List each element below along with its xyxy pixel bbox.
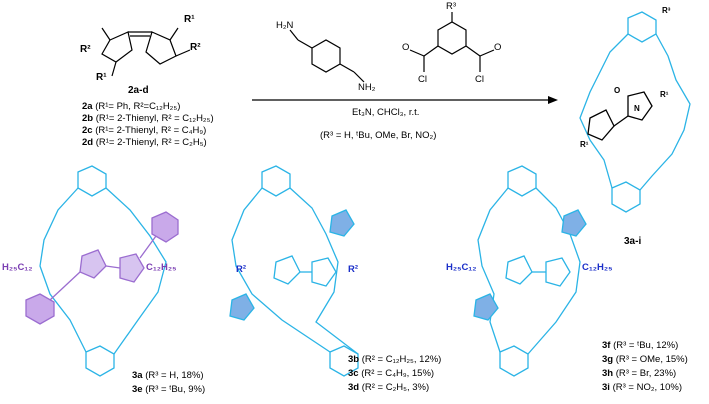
reactant-label: 2a-d (128, 85, 149, 96)
reactant-variant-2c: 2c (R¹= 2-Thienyl, R² = C₄H₉) (82, 125, 207, 136)
macrocycle-3f-left-substituent: H₂₅C₁₂ (446, 262, 477, 273)
acid-chloride-r3: R³ (446, 1, 457, 12)
reactant-r1-bottom: R¹ (96, 72, 107, 83)
reactant-variant-2b: 2b (R¹= 2-Thienyl, R² = C₁₂H₂₅) (82, 113, 214, 124)
acid-chloride-structure (409, 12, 495, 72)
macrocycle-3a-right-substituent: C₁₂H₂₅ (146, 262, 177, 273)
macrocycle-3a-entry-3e: 3e (R³ = ᵗBu, 9%) (132, 384, 206, 395)
macrocycle-3a-entry-3a: 3a (R³ = H, 18%) (132, 370, 204, 381)
product-n: N (634, 104, 640, 113)
acid-chloride-o-left: O (402, 42, 410, 53)
macrocycle-3b-left-substituent: R² (236, 264, 247, 275)
macrocycle-3b-entry-3b: 3b (R² = C₁₂H₂₅, 12%) (348, 354, 442, 365)
reactant-variant-2d: 2d (R¹= 2-Thienyl, R² = C₂H₅) (82, 137, 207, 148)
reactant-r2-left: R² (80, 44, 91, 55)
r3-options: (R³ = H, ᵗBu, OMe, Br, NO₂) (320, 130, 437, 141)
product-r1-left: R¹ (580, 140, 589, 149)
product-label: 3a-i (624, 236, 642, 247)
diamine-nh2-right: NH₂ (358, 82, 376, 93)
diamine-structure (289, 29, 365, 83)
macrocycle-3f-entry-3g: 3g (R³ = OMe, 15%) (602, 354, 688, 365)
macrocycle-3b-right-substituent: R² (348, 264, 359, 275)
reactant-r1-top: R¹ (184, 14, 195, 25)
product-o: O (614, 86, 621, 95)
product-structure (579, 11, 691, 213)
macrocycle-3f-right-substituent: C₁₂H₂₅ (582, 262, 613, 273)
macrocycle-3a-3e (25, 165, 179, 377)
macrocycle-3b-entry-3c: 3c (R² = C₄H₉, 15%) (348, 368, 435, 379)
reactant-r2-right: R² (190, 42, 201, 53)
macrocycle-3a-left-substituent: H₂₅C₁₂ (2, 262, 33, 273)
macrocycle-3f-3i (473, 165, 587, 377)
reactant-variant-2a: 2a (R¹= Ph, R²=C₁₂H₂₅) (82, 101, 181, 112)
macrocycle-3b-entry-3d: 3d (R² = C₂H₅, 3%) (348, 382, 430, 393)
product-r3: R³ (662, 6, 671, 15)
macrocycle-3b-3d (229, 165, 359, 377)
macrocycle-3f-entry-3f: 3f (R³ = ᵗBu, 12%) (602, 340, 679, 351)
acid-chloride-cl-right: Cl (475, 74, 484, 85)
diamine-nh2-left: H₂N (276, 20, 294, 31)
product-r1-right: R¹ (660, 90, 669, 99)
reactant-structure (101, 27, 191, 77)
macrocycle-3f-entry-3i: 3i (R³ = NO₂, 10%) (602, 382, 682, 393)
reaction-conditions: Et₃N, CHCl₃, r.t. (352, 107, 420, 118)
reaction-arrow (252, 96, 558, 104)
acid-chloride-cl-left: Cl (418, 74, 427, 85)
acid-chloride-o-right: O (494, 42, 502, 53)
macrocycle-3f-entry-3h: 3h (R³ = Br, 23%) (602, 368, 677, 379)
